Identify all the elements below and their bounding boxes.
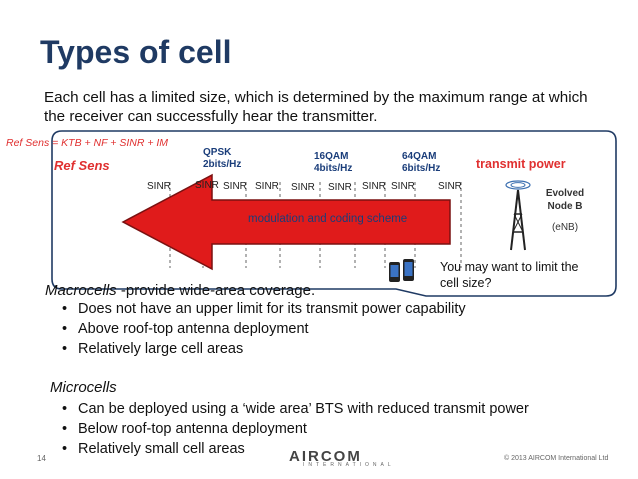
page-number: 14	[37, 454, 46, 463]
sinr-label: SINR	[328, 182, 352, 193]
sinr-label: SINR	[362, 181, 386, 192]
cell-boundary	[51, 130, 617, 297]
sinr-label: SINR	[255, 181, 279, 192]
limit-question: You may want to limit the cell size?	[440, 260, 579, 290]
aircom-logo-sub: INTERNATIONAL	[303, 462, 395, 468]
enodeb-label: Evolved Node B (eNB)	[530, 187, 600, 234]
ref-sens-formula: Ref Sens = KTB + NF + SINR + IM	[6, 137, 169, 149]
modulation-qpsk: QPSK 2bits/Hz	[203, 147, 241, 171]
aircom-logo: AIRCOM	[289, 448, 362, 465]
modulation-rate: 2bits/Hz	[203, 159, 242, 170]
list-item: Above roof-top antenna deployment	[58, 319, 466, 339]
modulation-16qam: 16QAM 4bits/Hz	[314, 151, 352, 175]
microcells-term: Microcells	[50, 379, 117, 396]
microcells-list: Can be deployed using a ‘wide area’ BTS …	[58, 399, 529, 459]
list-item: Relatively large cell areas	[58, 339, 466, 359]
sinr-label: SINR	[391, 181, 415, 192]
copyright: © 2013 AIRCOM International Ltd	[504, 455, 609, 462]
macrocells-desc: -provide wide-area coverage.	[116, 282, 316, 299]
modulation-arrow	[121, 173, 451, 271]
modulation-64qam: 64QAM 6bits/Hz	[402, 151, 440, 175]
arrow-label: modulation and coding scheme	[248, 213, 408, 225]
sinr-label: SINR	[223, 181, 247, 192]
page-title: Types of cell	[40, 34, 232, 70]
macrocells-term: Macrocells	[45, 282, 117, 299]
ref-sens-label: Ref Sens	[54, 158, 110, 173]
macrocells-list: Does not have an upper limit for its tra…	[58, 299, 466, 359]
enodeb-line: Node B	[547, 201, 583, 212]
sinr-label: SINR	[147, 181, 171, 192]
intro-text: Each cell has a limited size, which is d…	[44, 89, 588, 125]
modulation-rate: 6bits/Hz	[402, 163, 441, 174]
enodeb-tower-icon	[505, 180, 531, 251]
mobile-phones-icon	[389, 259, 414, 282]
list-item: Does not have an upper limit for its tra…	[58, 299, 466, 319]
modulation-name: 16QAM	[314, 151, 349, 162]
sinr-label: SINR	[291, 182, 315, 193]
modulation-rate: 4bits/Hz	[314, 163, 353, 174]
enodeb-line: Evolved	[545, 188, 585, 199]
list-item: Relatively small cell areas	[58, 439, 529, 459]
list-item: Can be deployed using a ‘wide area’ BTS …	[58, 399, 529, 419]
sinr-label: SINR	[195, 180, 219, 191]
transmit-power-label: transmit power	[476, 157, 566, 171]
modulation-name: QPSK	[203, 147, 232, 158]
microcells-heading: Microcells	[50, 379, 117, 396]
list-item: Below roof-top antenna deployment	[58, 419, 529, 439]
sinr-label: SINR	[438, 181, 462, 192]
enodeb-abbr: (eNB)	[551, 222, 579, 233]
macrocells-heading: Macrocells -provide wide-area coverage.	[45, 282, 315, 299]
modulation-name: 64QAM	[402, 151, 437, 162]
